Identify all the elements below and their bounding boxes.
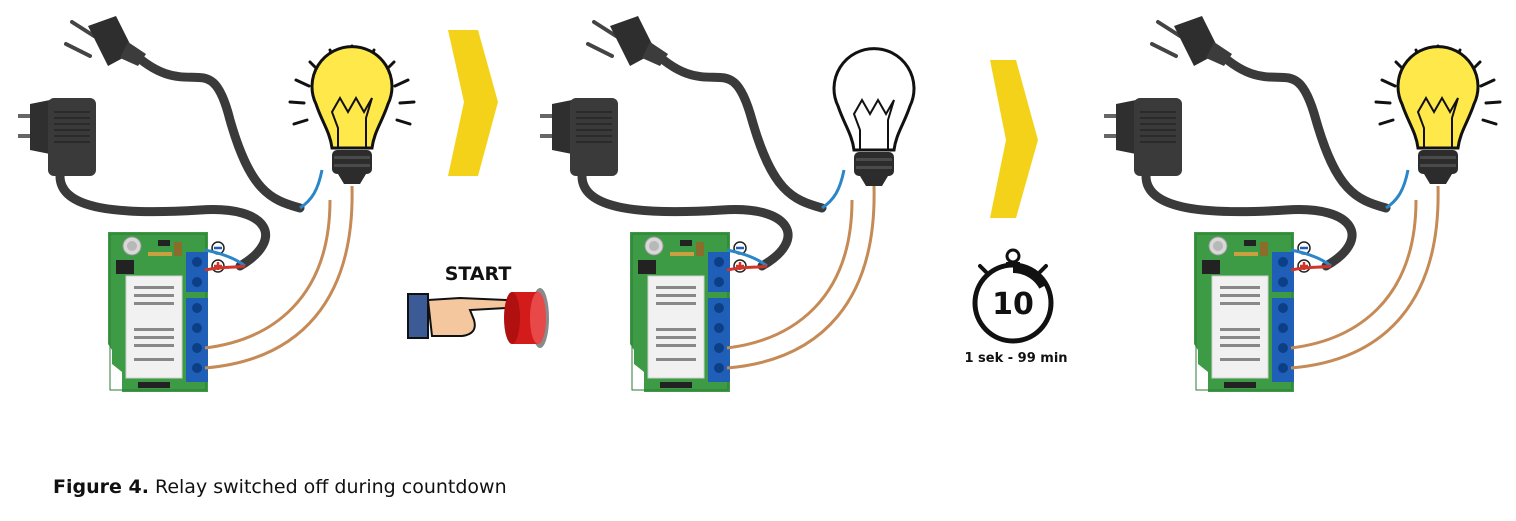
panel-2 <box>539 14 916 394</box>
wire-copper <box>204 199 332 350</box>
wire-red <box>726 264 768 272</box>
wire-red <box>1290 264 1332 272</box>
power-cable <box>123 43 305 213</box>
wire-blue-bulb <box>299 169 324 210</box>
figure-caption-text: Relay switched off during countdown <box>154 476 507 498</box>
timer-range: 1 sek - 99 min <box>964 351 1067 366</box>
plug-icon <box>586 14 670 68</box>
plug-icon <box>64 14 148 68</box>
wire-copper <box>726 199 854 350</box>
wire-red <box>204 264 246 272</box>
wire-copper <box>204 185 354 370</box>
bulb-on-icon <box>288 44 416 184</box>
charger-cable <box>55 171 271 271</box>
wire-blue <box>1290 248 1332 268</box>
arrow-icon <box>990 60 1038 218</box>
start-label: START <box>445 263 512 285</box>
charger-icon <box>539 97 619 177</box>
pointing-hand-icon <box>407 293 510 339</box>
plug-icon <box>1150 14 1234 68</box>
wire-copper <box>726 185 876 370</box>
power-cable <box>1209 43 1391 213</box>
charger-cable <box>577 171 793 271</box>
wire-blue-bulb <box>821 169 846 210</box>
bulb-off-icon <box>832 47 916 186</box>
panel-1 <box>17 14 416 394</box>
figure-label: Figure 4. <box>53 476 149 498</box>
charger-icon <box>17 97 97 177</box>
stopwatch-icon <box>972 248 1054 344</box>
wire-blue-bulb <box>1385 169 1410 210</box>
relay-diagram: START <box>17 14 1502 394</box>
wire-copper <box>1290 199 1418 350</box>
wire-blue <box>204 248 246 268</box>
timer-value: 10 <box>992 287 1034 322</box>
wire-blue <box>726 248 768 268</box>
power-cable <box>645 43 827 213</box>
wire-copper <box>1290 185 1440 370</box>
bulb-on-icon <box>1374 44 1502 184</box>
figure-caption: Figure 4. Relay switched off during coun… <box>53 476 507 498</box>
arrow-icon <box>448 30 498 176</box>
panel-3 <box>1103 14 1502 394</box>
red-button-icon <box>504 288 549 348</box>
start-button-group: START <box>407 263 549 348</box>
charger-cable <box>1141 171 1357 271</box>
charger-icon <box>1103 97 1183 177</box>
